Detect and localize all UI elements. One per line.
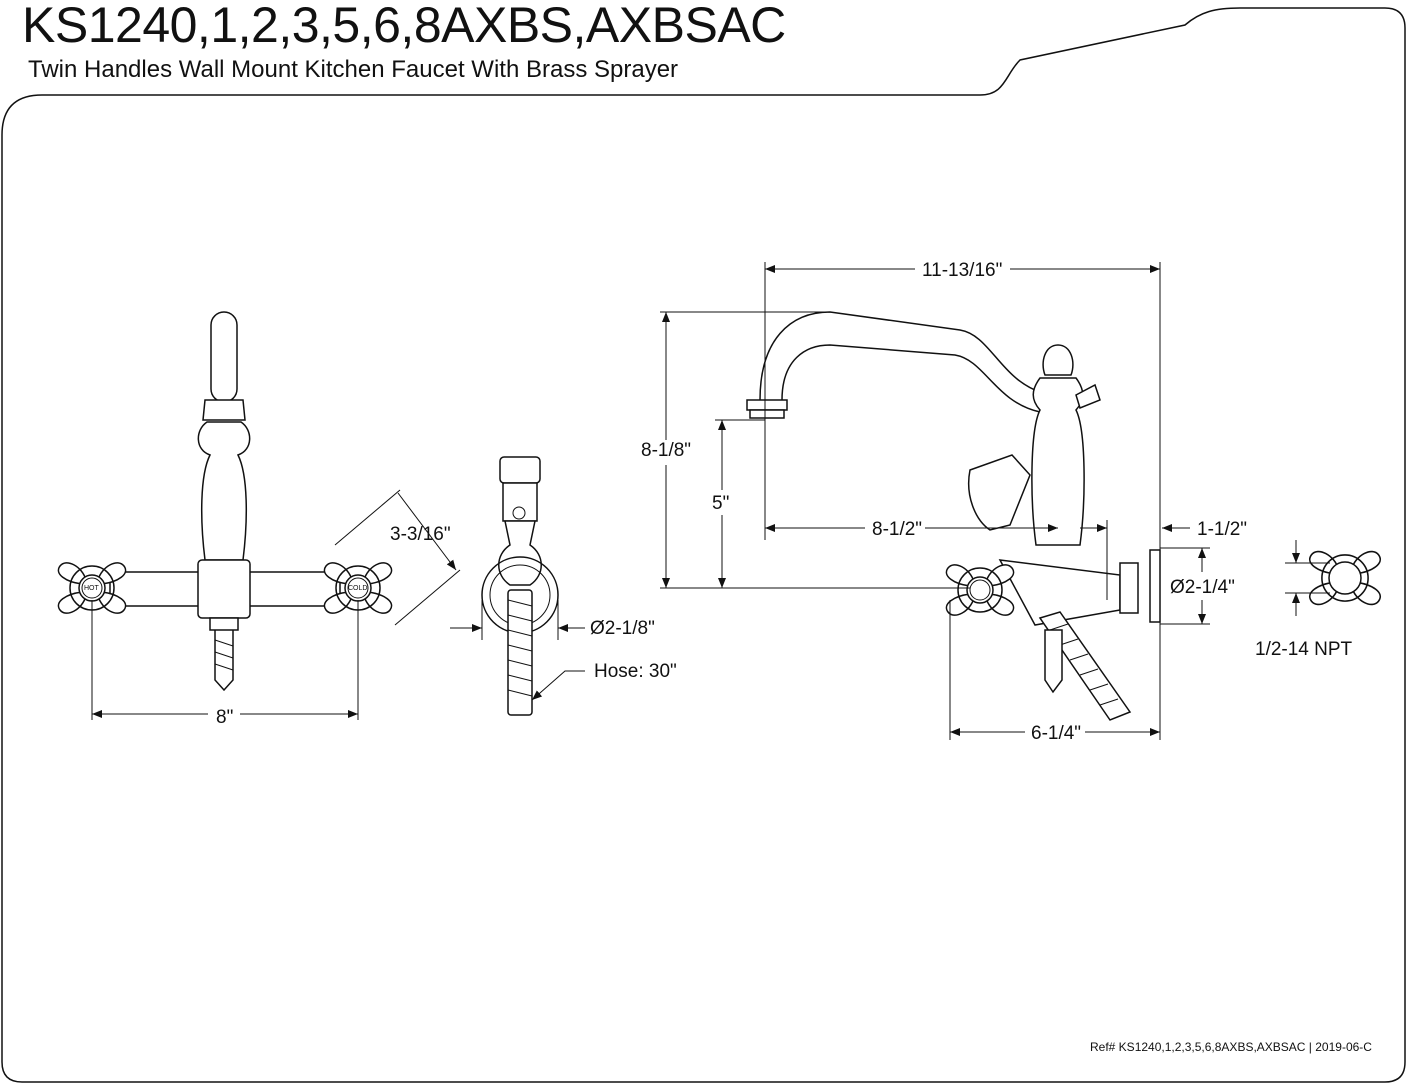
dim-flange-diameter: Ø2-1/4" — [1170, 577, 1235, 598]
dim-sprayer-diameter: Ø2-1/8" — [590, 618, 655, 639]
hose-label: Hose: 30" — [594, 661, 677, 682]
dim-depth: 6-1/4" — [1031, 723, 1082, 744]
cold-label: COLD — [348, 585, 368, 592]
dim-flange-depth: 1-1/2" — [1197, 519, 1248, 540]
dim-spout-height: 5" — [712, 493, 730, 514]
hot-label: HOT — [84, 585, 99, 592]
dim-handle: 3-3/16" — [390, 524, 451, 545]
page-subtitle: Twin Handles Wall Mount Kitchen Faucet W… — [28, 56, 679, 83]
dim-height: 8-1/8" — [641, 440, 692, 461]
side-view-faucet — [660, 262, 1210, 740]
title-frame — [1, 7, 1406, 1083]
thread-label: 1/2-14 NPT — [1255, 639, 1353, 660]
sprayer-view — [450, 456, 585, 716]
front-view-faucet — [57, 311, 461, 720]
connection-view — [1285, 540, 1382, 616]
footer-ref: Ref# KS1240,1,2,3,5,6,8AXBS,AXBSAC | 201… — [1090, 1040, 1372, 1054]
dim-reach: 8-1/2" — [872, 519, 923, 540]
page-title: KS1240,1,2,3,5,6,8AXBS,AXBSAC — [22, 0, 786, 53]
dim-width: 8" — [216, 707, 234, 728]
dim-length: 11-13/16" — [922, 260, 1003, 281]
